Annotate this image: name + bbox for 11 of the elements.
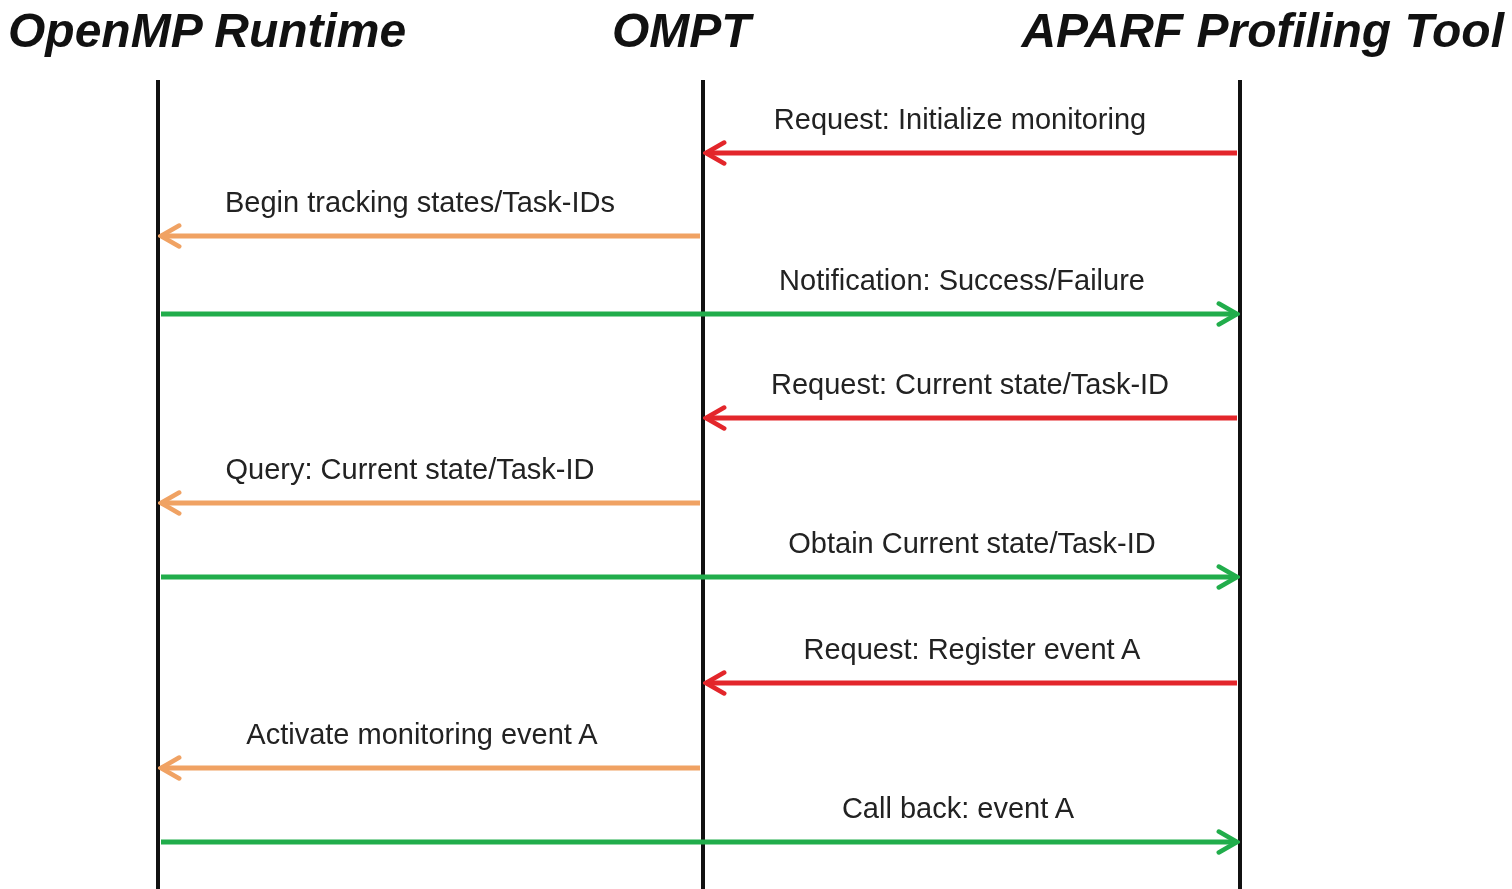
arrow xyxy=(161,829,1240,855)
participant-label: OpenMP Runtime xyxy=(8,3,407,59)
arrow xyxy=(703,140,1237,166)
arrow xyxy=(703,670,1237,696)
arrow xyxy=(161,301,1240,327)
arrow xyxy=(158,755,700,781)
arrow xyxy=(703,405,1237,431)
arrow xyxy=(161,564,1240,590)
participant-label: APARF Profiling Tool xyxy=(1021,3,1504,59)
arrow xyxy=(158,490,700,516)
arrow xyxy=(158,223,700,249)
